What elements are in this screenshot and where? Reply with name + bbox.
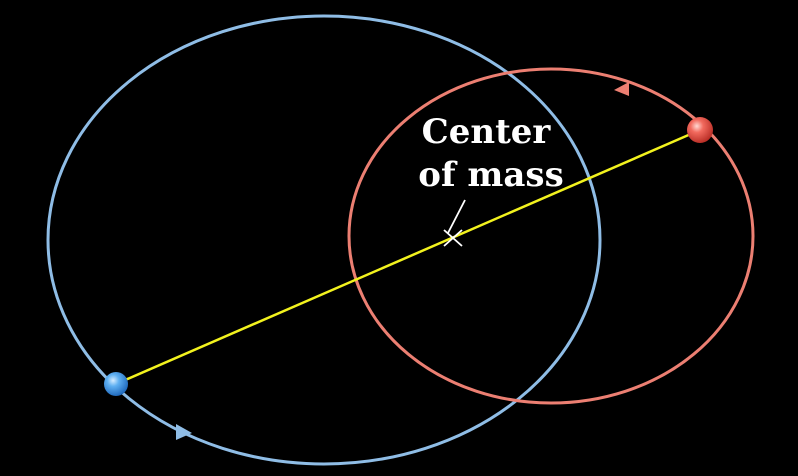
red-body (687, 117, 713, 143)
arrowhead-icon (614, 82, 629, 96)
label-pointer (447, 199, 466, 234)
cross-icon (443, 229, 463, 247)
connector-line (115, 128, 701, 386)
red-orbit (347, 67, 755, 405)
arrowhead-icon (176, 424, 192, 440)
center-of-mass-label-line1: Center (422, 112, 552, 152)
blue-body (104, 372, 128, 396)
center-of-mass-label-line2: of mass (418, 155, 563, 195)
blue-orbit (46, 14, 602, 466)
